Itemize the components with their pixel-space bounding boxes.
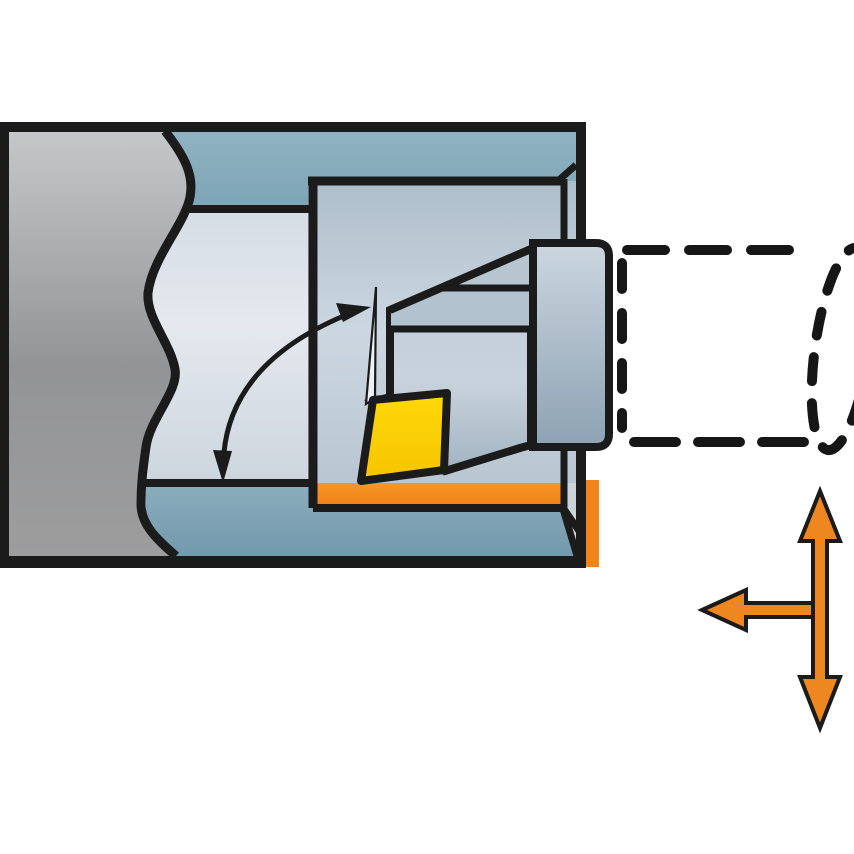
cutting-insert	[357, 389, 451, 485]
feed-direction-arrows	[697, 485, 843, 734]
frame-top-border	[0, 122, 586, 132]
head-slant-edge	[388, 245, 533, 314]
machined-surface-highlight	[313, 481, 563, 508]
feed-arrow-vertical	[797, 485, 843, 734]
swing-arrow-arc	[221, 312, 347, 453]
swing-arrow-head-upper	[336, 303, 371, 322]
wavy-break-line	[136, 128, 196, 560]
phantom-end-ellipse	[806, 242, 854, 456]
phantom-workpiece-outline	[617, 242, 854, 456]
workpiece-corner-chamfer	[556, 162, 579, 183]
tool-head-end-cap	[529, 239, 613, 451]
bottom-wall-right-edge	[559, 507, 582, 561]
frame-bottom-border	[0, 556, 586, 568]
workpiece-bottom-wall	[146, 483, 577, 557]
frame-left-border	[0, 122, 9, 568]
feed-arrow-left	[697, 586, 828, 634]
swing-arrow-head-lower	[213, 450, 232, 483]
